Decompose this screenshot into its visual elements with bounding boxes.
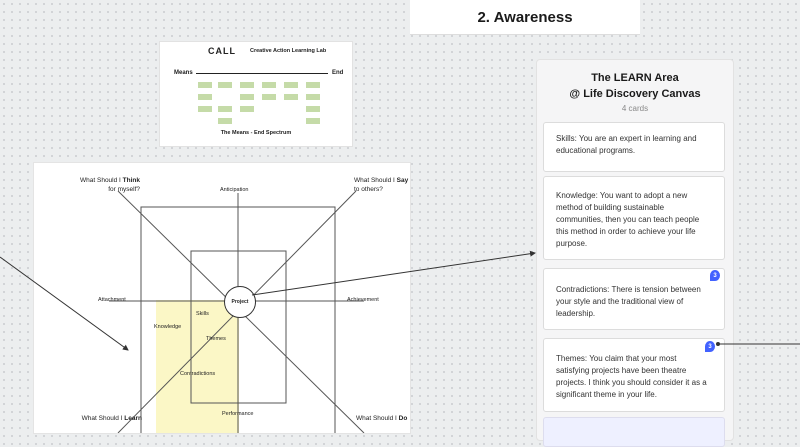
spectrum-chip	[284, 94, 298, 100]
spectrum-chip	[218, 118, 232, 124]
corner-think-prefix: What Should I	[80, 177, 123, 184]
axis-label-bottom: Performance	[222, 411, 254, 417]
column-title: The LEARN Area @ Life Discovery Canvas	[537, 70, 733, 102]
corner-think-suffix: for myself?	[108, 186, 140, 193]
card-count: 4 cards	[621, 104, 649, 113]
spectrum-right-label: End	[332, 70, 344, 76]
corner-say-prefix: What Should I	[354, 177, 397, 184]
corner-think: What Should I Think for myself?	[54, 176, 140, 194]
card-skills[interactable]: Skills: You are an expert in learning an…	[543, 122, 725, 172]
spectrum-chip	[306, 106, 320, 112]
card-text: Themes: You claim that your most satisfy…	[556, 354, 707, 399]
card-text: Skills: You are an expert in learning an…	[556, 134, 697, 155]
center-project: Project	[224, 286, 256, 318]
call-logo: CALL	[208, 46, 236, 56]
corner-learn-prefix: What Should I	[81, 415, 125, 422]
inner-label-contradictions: Contradictions	[180, 371, 216, 377]
inner-label-skills: Skills	[196, 311, 209, 317]
corner-do-prefix: What Should I	[356, 415, 399, 422]
life-discovery-canvas-image[interactable]: Anticipation Attachment Achievement Perf…	[34, 163, 410, 433]
card-themes[interactable]: Themes: You claim that your most satisfy…	[543, 338, 725, 412]
connector-dot	[716, 342, 720, 346]
corner-do: What Should I Do	[356, 414, 412, 423]
frame-title[interactable]: 2. Awareness	[410, 0, 640, 35]
spectrum-axis	[196, 73, 328, 74]
inner-label-themes: Themes	[206, 336, 226, 342]
comment-badge[interactable]: 3	[705, 341, 715, 352]
axis-label-right: Achievement	[347, 297, 379, 303]
corner-say-suffix: to others?	[354, 186, 383, 193]
spectrum-chip	[306, 82, 320, 88]
card-contradictions[interactable]: Contradictions: There is tension between…	[543, 268, 725, 330]
spectrum-chip	[240, 106, 254, 112]
spectrum-left-label: Means	[174, 70, 193, 76]
card-knowledge[interactable]: Knowledge: You want to adopt a new metho…	[543, 176, 725, 260]
spectrum-chip	[306, 94, 320, 100]
lab-name: Creative Action Learning Lab	[250, 48, 327, 54]
axis-label-top: Anticipation	[220, 187, 249, 193]
spectrum-chip	[198, 94, 212, 100]
center-project-label: Project	[231, 299, 249, 305]
spectrum-chip	[284, 82, 298, 88]
spectrum-chip	[262, 94, 276, 100]
spectrum-chip	[198, 82, 212, 88]
axis-label-left: Attachment	[98, 297, 126, 303]
spectrum-chip	[218, 106, 232, 112]
card-text: Contradictions: There is tension between…	[556, 285, 701, 318]
column-title-line1: The LEARN Area	[591, 72, 679, 84]
connector-arrow-card[interactable]	[251, 250, 536, 296]
corner-do-bold: Do	[398, 415, 408, 422]
inner-label-knowledge: Knowledge	[154, 324, 182, 330]
means-end-spectrum-image[interactable]: CALL Creative Action Learning Lab Means …	[160, 42, 352, 146]
corner-think-bold: Think	[122, 177, 140, 184]
column-title-line2: @ Life Discovery Canvas	[569, 88, 701, 100]
corner-say-bold: Say	[396, 177, 409, 184]
connector-lines	[0, 250, 800, 351]
spectrum-footer: The Means - End Spectrum	[220, 130, 292, 136]
spectrum-chip	[262, 82, 276, 88]
spectrum-chip	[306, 118, 320, 124]
frame-title-text: 2. Awareness	[477, 8, 573, 26]
comment-badge[interactable]: 3	[710, 270, 720, 281]
spectrum-chip	[218, 82, 232, 88]
spectrum-chip	[240, 82, 254, 88]
spectrum-chip	[240, 94, 254, 100]
spectrum-chip	[198, 106, 212, 112]
corner-learn: What Should I Learn	[56, 414, 142, 423]
corner-say: What Should I Say to others?	[354, 176, 414, 194]
card-text: Knowledge: You want to adopt a new metho…	[556, 191, 700, 248]
connector-arrow-left[interactable]	[0, 256, 129, 351]
corner-learn-bold: Learn	[124, 415, 142, 422]
